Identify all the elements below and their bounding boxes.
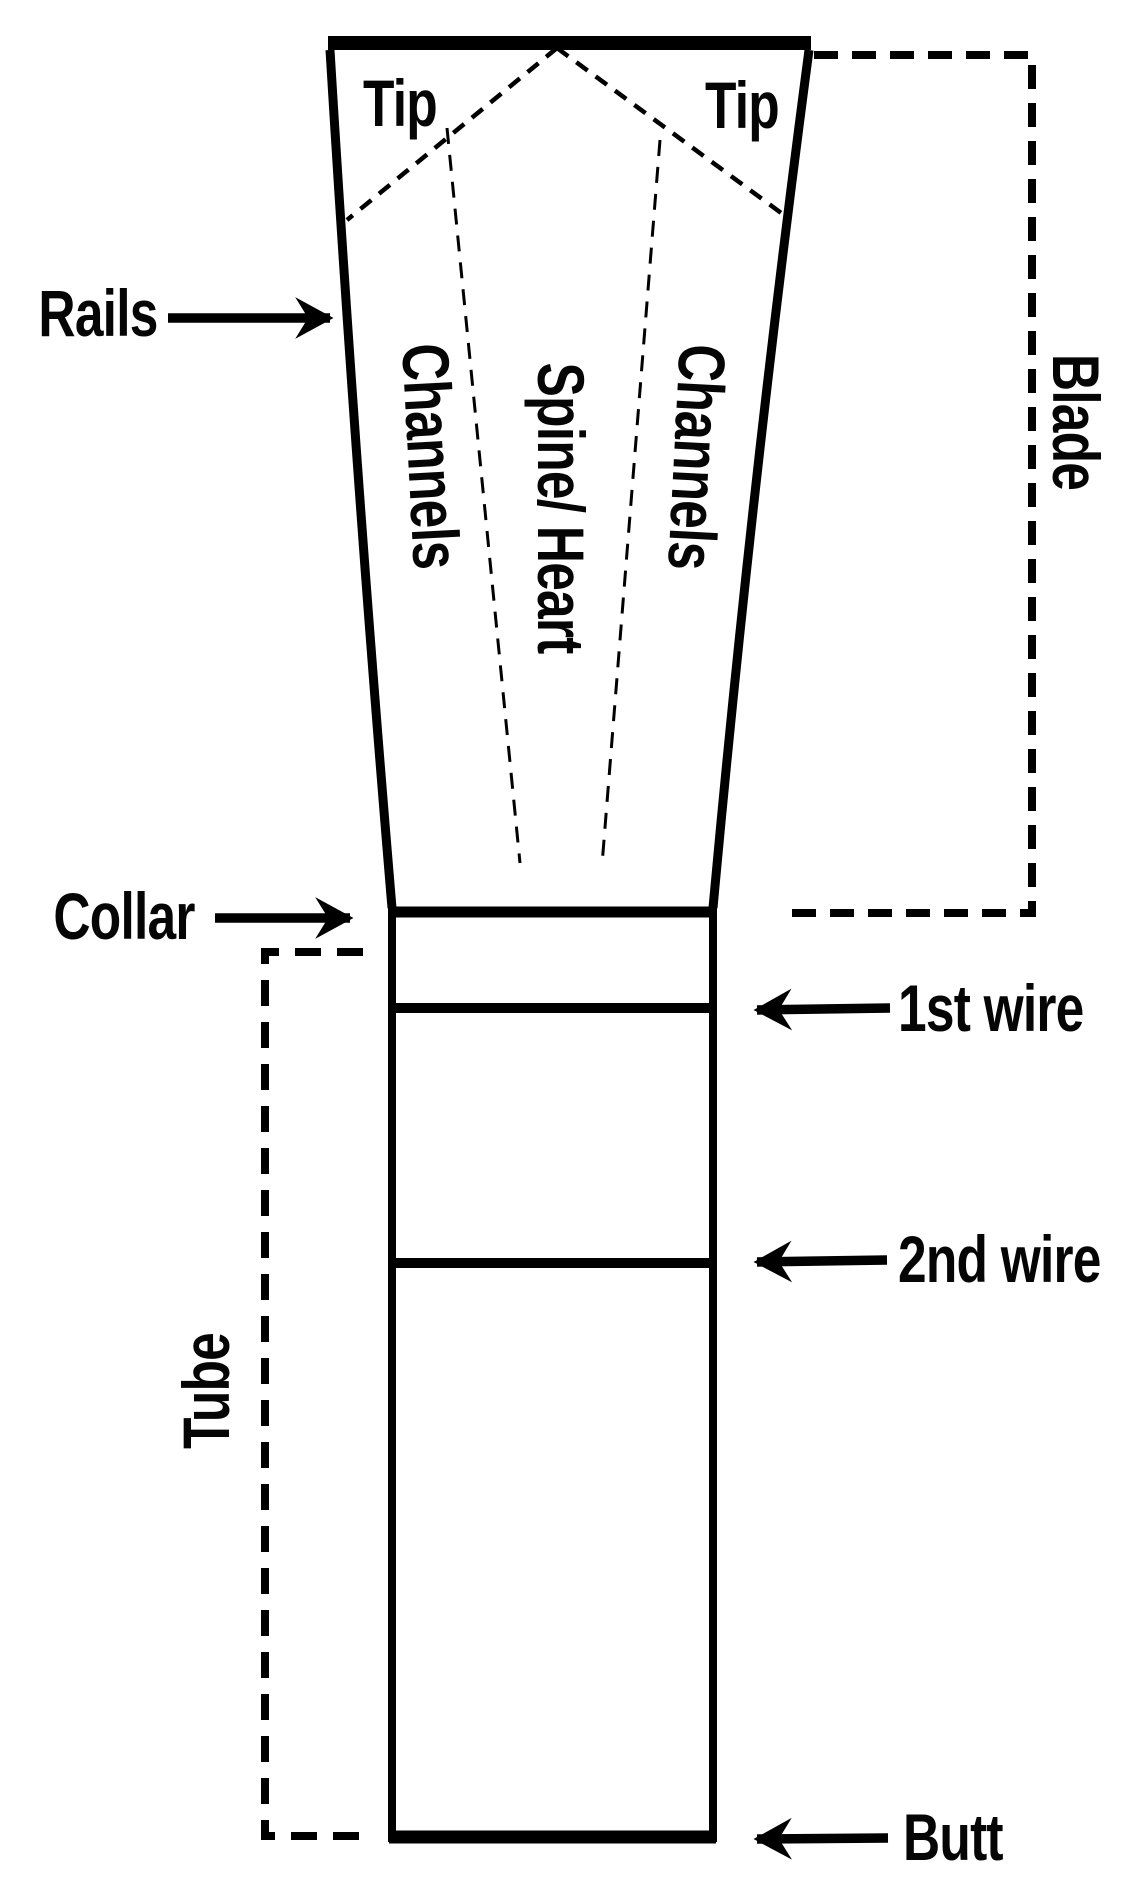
second-wire-arrow (753, 1240, 888, 1283)
blade-outline (325, 36, 814, 918)
region-brackets (261, 51, 1036, 1840)
spine-boundary-right (600, 139, 662, 866)
channels-left-label: Channels (388, 341, 474, 571)
tube-bracket (261, 948, 367, 1840)
tube-outline (388, 908, 717, 1844)
first-wire-label: 1st wire (898, 971, 1084, 1045)
tip-left-label: Tip (363, 66, 438, 140)
butt-label: Butt (903, 1800, 1004, 1874)
tube-label: Tube (169, 1332, 243, 1450)
tip-boundary-left (345, 46, 559, 222)
rails-label: Rails (38, 276, 158, 350)
butt-arrow (753, 1817, 889, 1860)
blade-label: Blade (1039, 353, 1113, 491)
spine-boundary-left (445, 127, 522, 864)
first-wire-arrow (753, 988, 891, 1031)
tip-right-label: Tip (705, 68, 780, 142)
spine-heart-label: Spine/ Heart (524, 362, 598, 654)
scrape-boundaries (345, 46, 790, 866)
channels-right-label: Channels (654, 342, 740, 572)
left-rail-line (325, 49, 397, 909)
second-wire-label: 2nd wire (898, 1222, 1101, 1296)
right-rail-line (708, 49, 814, 909)
callout-arrows (168, 297, 891, 1860)
collar-label: Collar (53, 879, 195, 953)
blade-bracket (780, 51, 1036, 917)
